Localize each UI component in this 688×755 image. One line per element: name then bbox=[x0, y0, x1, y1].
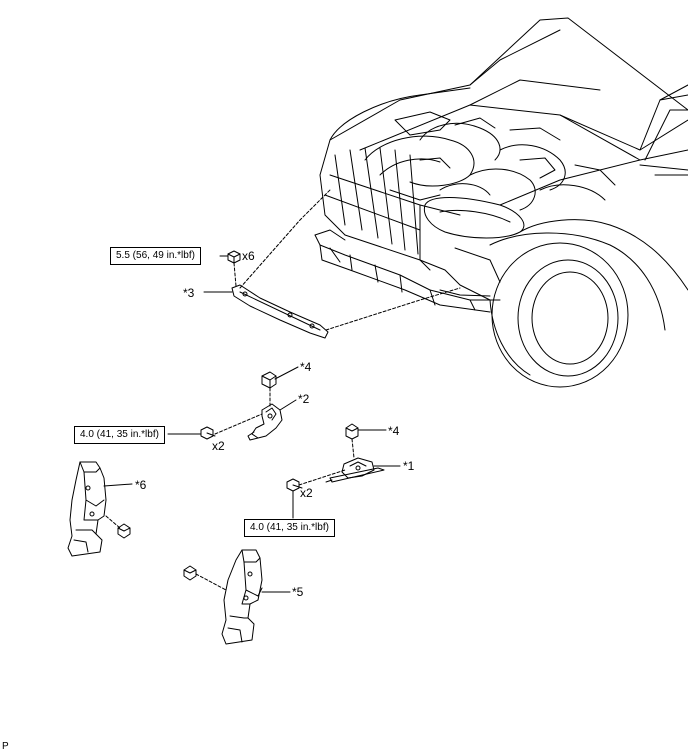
callout-6: *6 bbox=[135, 478, 147, 492]
part-1-shape bbox=[325, 457, 385, 483]
quantity-middle: x2 bbox=[212, 439, 225, 453]
part-6-shape bbox=[67, 461, 107, 557]
leader-lines bbox=[103, 255, 401, 593]
bolt-bottom-icon bbox=[286, 478, 303, 492]
callout-3: *3 bbox=[183, 286, 195, 300]
callout-4-upper: *4 bbox=[300, 360, 312, 374]
callout-4-lower: *4 bbox=[388, 424, 400, 438]
callout-2: *2 bbox=[298, 392, 310, 406]
bolt-middle-icon bbox=[200, 426, 216, 440]
screw-6-icon bbox=[117, 523, 131, 539]
callout-1: *1 bbox=[403, 459, 415, 473]
corner-code: P bbox=[2, 741, 9, 752]
part-2-shape bbox=[247, 403, 283, 441]
torque-spec-bottom: 4.0 (41, 35 in.*lbf) bbox=[244, 519, 335, 537]
part-3-shape bbox=[231, 284, 329, 339]
part-5-shape bbox=[221, 549, 263, 645]
clip-4-lower-icon bbox=[345, 423, 359, 440]
screw-5-icon bbox=[183, 565, 197, 581]
vehicle-front-illustration bbox=[314, 17, 688, 388]
quantity-top: x6 bbox=[242, 249, 255, 263]
clip-4-upper-icon bbox=[261, 371, 277, 389]
quantity-bottom: x2 bbox=[300, 486, 313, 500]
alignment-dashed-lines bbox=[105, 189, 461, 591]
torque-spec-middle: 4.0 (41, 35 in.*lbf) bbox=[74, 426, 165, 444]
callout-5: *5 bbox=[292, 585, 304, 599]
torque-spec-top: 5.5 (56, 49 in.*lbf) bbox=[110, 247, 201, 265]
nut-x6-icon bbox=[227, 250, 241, 264]
